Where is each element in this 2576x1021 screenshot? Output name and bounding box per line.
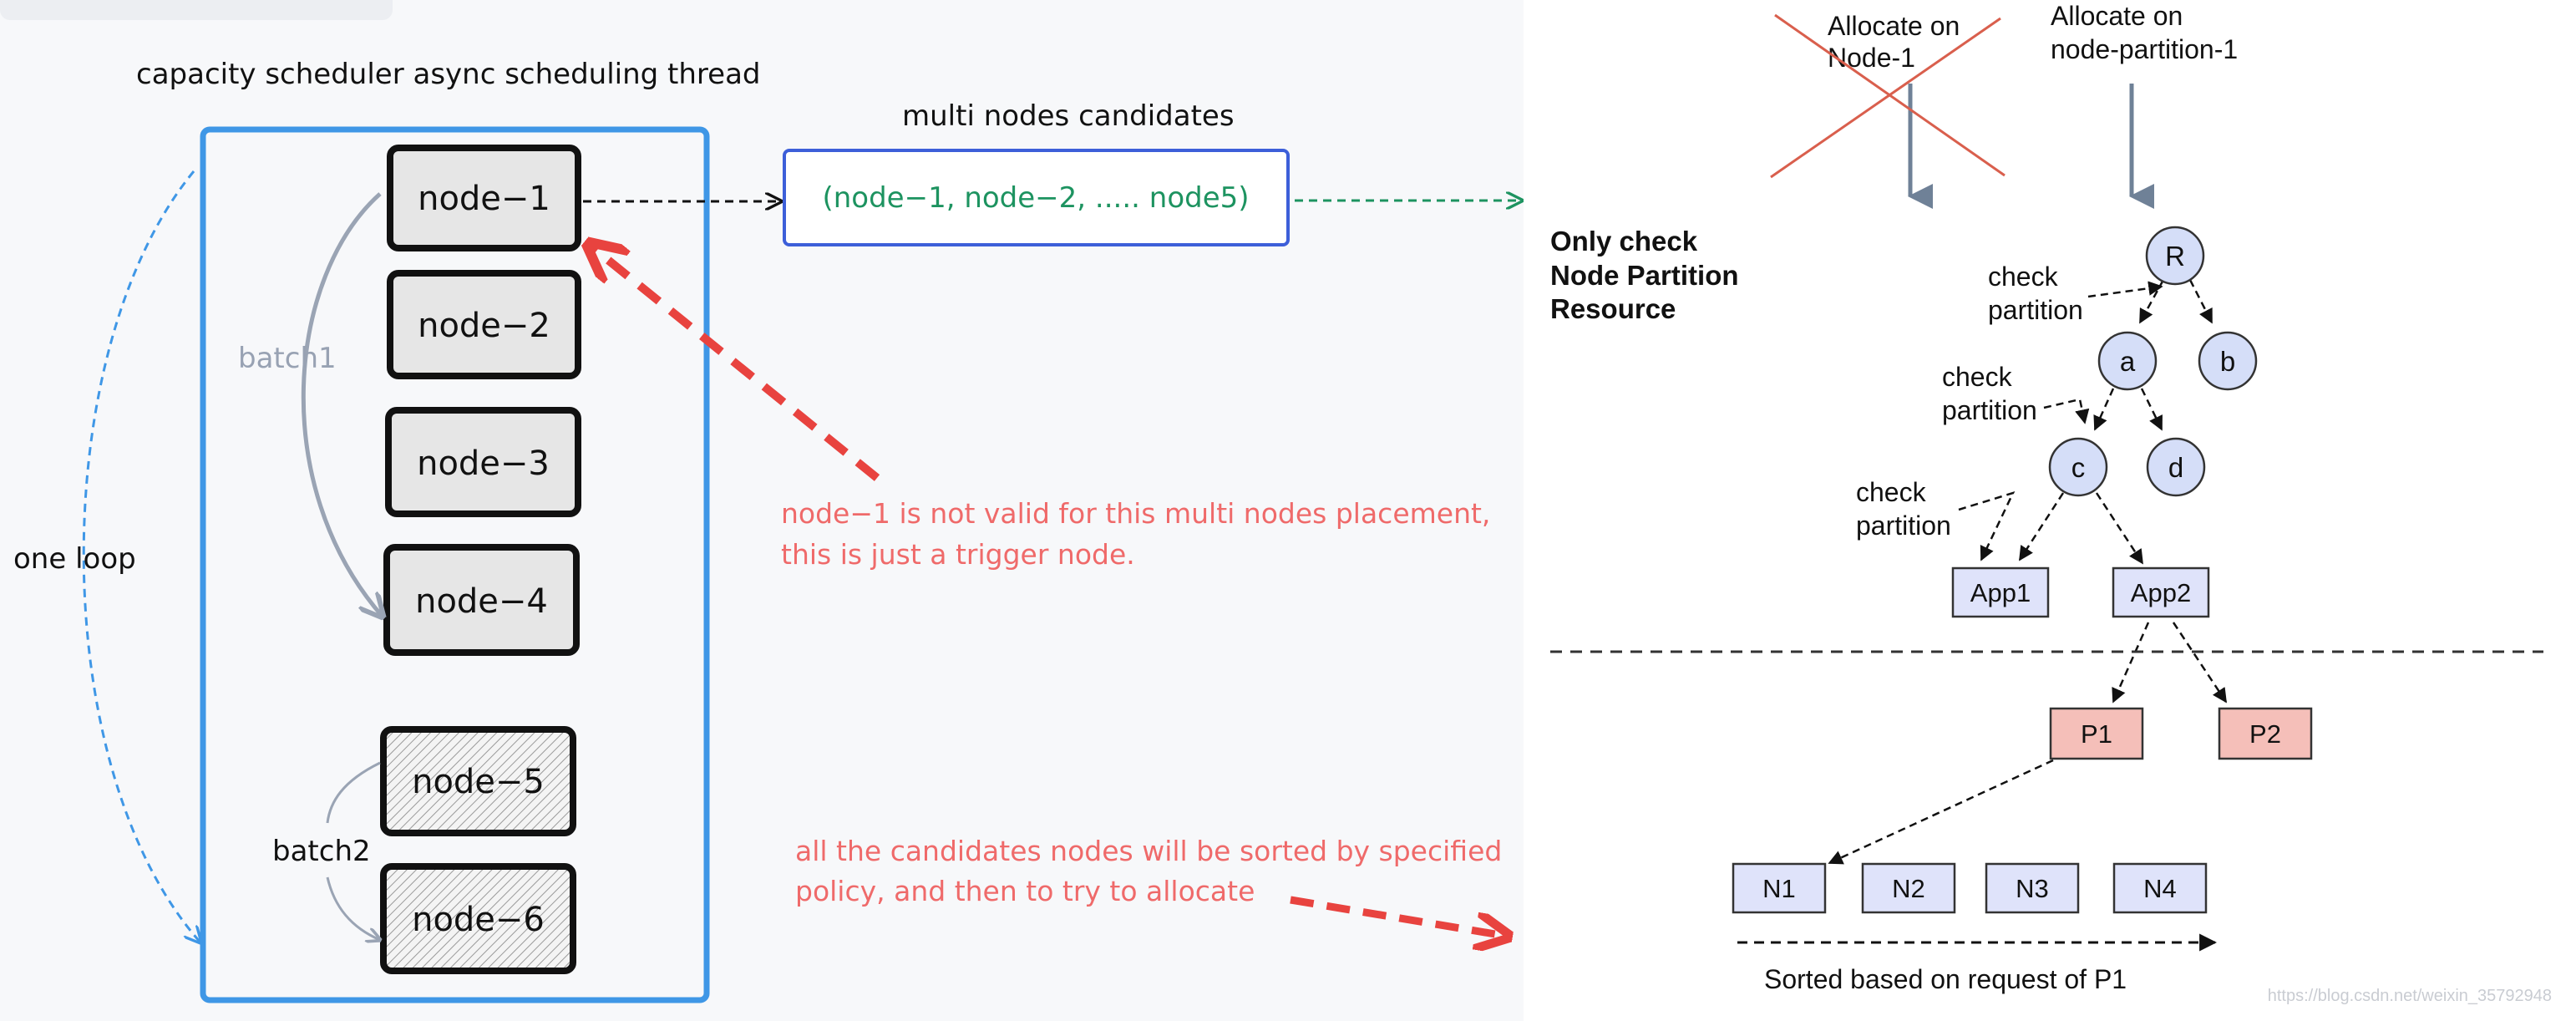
sorted-note-line2: policy, and then to try to allocate: [795, 875, 1255, 907]
scheduling-thread-frame: [200, 126, 710, 1003]
sorted-caption: Sorted based on request of P1: [1764, 964, 2127, 994]
svg-text:R: R: [2165, 241, 2185, 272]
svg-text:N4: N4: [2143, 874, 2177, 903]
one-loop-arrow: [82, 170, 200, 942]
tree-node-c: c: [2048, 437, 2108, 497]
svg-text:App1: App1: [1970, 578, 2031, 607]
only-check-line3: Resource: [1550, 293, 1676, 324]
tree-node-d: d: [2146, 437, 2206, 497]
check-label-2-line1: check: [1942, 362, 2013, 392]
tree-node-b: b: [2198, 331, 2258, 391]
node-6-box: node−6: [380, 863, 576, 974]
partition-diagram-panel: [1524, 0, 2576, 1021]
node-2-box: node−2: [387, 270, 581, 379]
svg-text:a: a: [2120, 346, 2136, 377]
sorted-note-line1: all the candidates nodes will be sorted …: [795, 835, 1502, 867]
sorted-node-n3: N3: [1985, 862, 2080, 914]
node-5-label: node−5: [412, 763, 545, 801]
invalid-note-line2: this is just a trigger node.: [781, 538, 1135, 571]
svg-text:P1: P1: [2081, 719, 2112, 749]
batch2-lower-arrow: [326, 876, 380, 940]
allocate-partition-line2: node-partition-1: [2051, 34, 2238, 64]
batch2-upper-arrow: [326, 761, 381, 824]
batch1-label: batch1: [238, 342, 337, 375]
node-2-label: node−2: [418, 307, 550, 345]
allocate-partition-line1: Allocate on: [2051, 1, 2183, 31]
check-label-3-line1: check: [1856, 477, 1927, 507]
allocate-node-line1: Allocate on: [1828, 11, 1960, 41]
tree-node-R: R: [2145, 226, 2205, 286]
cross-line-2: [1770, 17, 2001, 179]
node-4-box: node−4: [383, 544, 580, 656]
thread-title: capacity scheduler async scheduling thre…: [136, 58, 761, 91]
candidates-box: [783, 149, 1290, 246]
check-label-1-line1: check: [1988, 262, 2059, 292]
check-label-1-line2: partition: [1988, 295, 2083, 325]
allocate-node-line2: Node-1: [1828, 43, 1915, 73]
p1-box: P1: [2049, 707, 2144, 760]
batch2-label: batch2: [272, 835, 371, 868]
node-3-label: node−3: [417, 444, 550, 483]
sorted-node-n2: N2: [1861, 862, 1956, 914]
candidates-list: (node−1, node−2, ..... node5): [822, 181, 1249, 215]
svg-text:c: c: [2071, 452, 2086, 483]
only-check-line2: Node Partition: [1550, 260, 1739, 291]
sorted-node-n4: N4: [2112, 862, 2208, 914]
top-tab-remnant: [0, 0, 393, 20]
node-5-box: node−5: [380, 726, 576, 836]
watermark: https://blog.csdn.net/weixin_35792948: [2268, 987, 2552, 1005]
app1-box: App1: [1951, 566, 2050, 618]
tree-node-a: a: [2097, 331, 2158, 391]
svg-text:N2: N2: [1892, 874, 1925, 903]
one-loop-label: one loop: [13, 542, 136, 576]
invalid-note-line1: node−1 is not valid for this multi nodes…: [781, 497, 1490, 530]
check-label-2-line2: partition: [1942, 395, 2037, 425]
node-3-box: node−3: [385, 407, 581, 517]
svg-text:N3: N3: [2016, 874, 2049, 903]
svg-text:d: d: [2168, 452, 2183, 483]
sorted-node-n1: N1: [1732, 862, 1827, 914]
svg-text:App2: App2: [2131, 578, 2191, 607]
node-6-label: node−6: [412, 901, 545, 939]
p2-box: P2: [2218, 707, 2313, 760]
sorted-note-arrow: [1290, 896, 1505, 936]
node-1-box: node−1: [387, 145, 581, 251]
node-4-label: node−4: [415, 582, 548, 621]
check-label-3-line2: partition: [1856, 510, 1951, 541]
svg-text:N1: N1: [1762, 874, 1796, 903]
batch1-arrow: [301, 192, 383, 617]
candidates-title: multi nodes candidates: [902, 99, 1235, 133]
svg-text:P2: P2: [2249, 719, 2281, 749]
only-check-line1: Only check: [1550, 226, 1698, 257]
invalid-trigger-arrow: [591, 246, 880, 481]
node-1-label: node−1: [418, 180, 550, 218]
tree-edges: [1828, 279, 2228, 865]
svg-text:b: b: [2220, 346, 2235, 377]
app2-box: App2: [2112, 566, 2210, 618]
